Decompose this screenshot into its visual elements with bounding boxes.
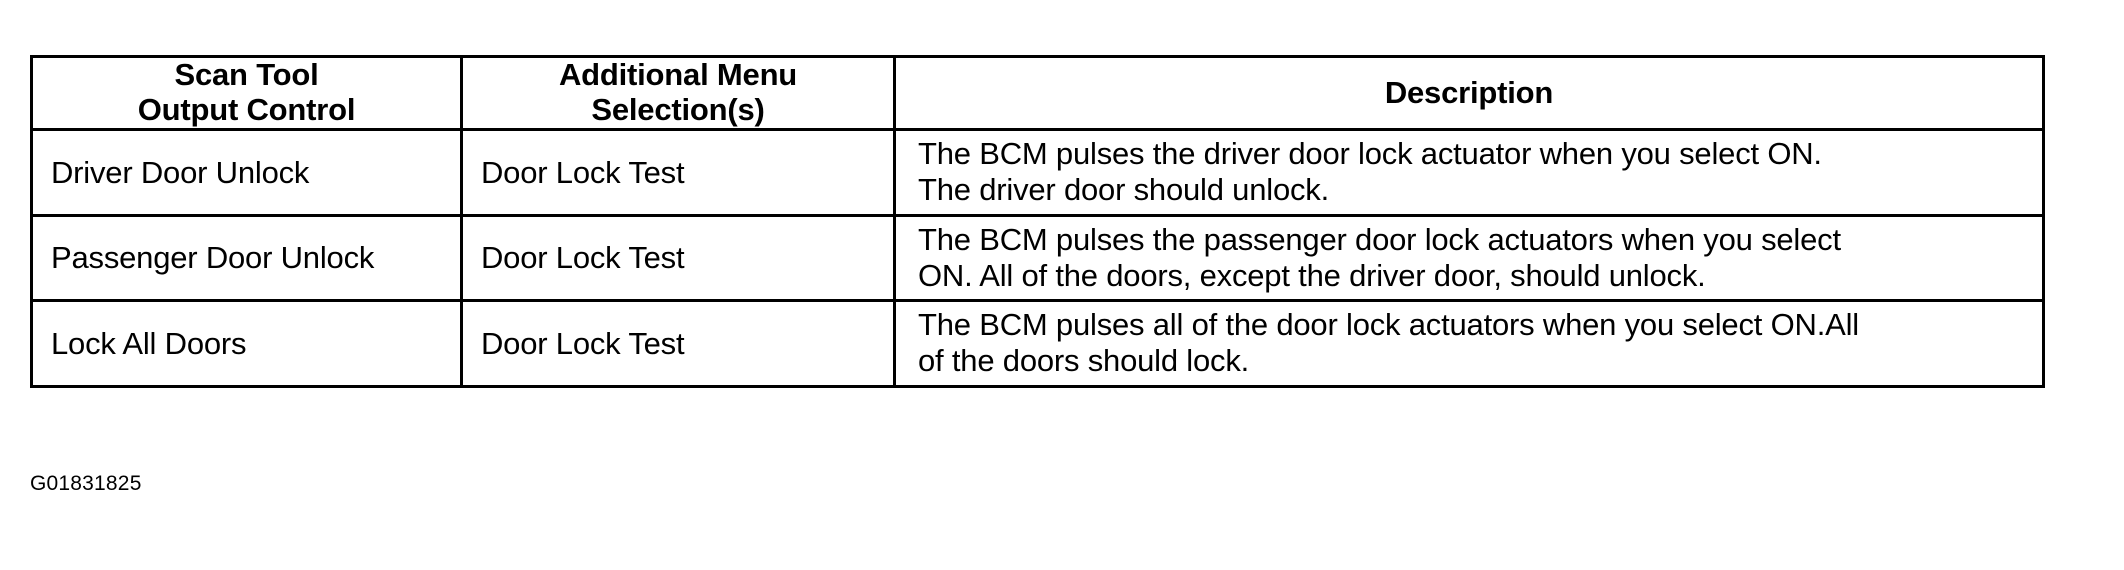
cell-additional-menu-selection: Door Lock Test xyxy=(460,128,896,217)
table-header: Scan Tool Output Control Additional Menu… xyxy=(30,55,2045,131)
table-body: Driver Door Unlock Door Lock Test The BC… xyxy=(30,128,2045,388)
description-line: The BCM pulses all of the door lock actu… xyxy=(918,307,1859,343)
column-header-additional-menu-selection: Additional Menu Selection(s) xyxy=(460,55,896,131)
description-line: ON. All of the doors, except the driver … xyxy=(918,257,1706,293)
cell-description: The BCM pulses all of the door lock actu… xyxy=(893,299,2045,388)
cell-additional-menu-selection: Door Lock Test xyxy=(460,213,896,303)
column-header-line: Scan Tool xyxy=(174,57,319,93)
figure-caption: G01831825 xyxy=(30,472,142,495)
scan-tool-output-control-table: Scan Tool Output Control Additional Menu… xyxy=(30,55,2045,388)
cell-additional-menu-selection: Door Lock Test xyxy=(460,299,896,388)
scan-tool-output-control-table-wrapper: Scan Tool Output Control Additional Menu… xyxy=(30,55,2045,388)
cell-description: The BCM pulses the driver door lock actu… xyxy=(893,128,2045,217)
cell-scan-tool-output-control: Passenger Door Unlock xyxy=(30,213,463,303)
description-line: of the doors should lock. xyxy=(918,343,1250,379)
column-header-line: Description xyxy=(1384,74,1554,110)
column-header-description: Description xyxy=(893,55,2045,131)
cell-scan-tool-output-control: Driver Door Unlock xyxy=(30,128,463,217)
table-header-row: Scan Tool Output Control Additional Menu… xyxy=(30,55,2045,131)
column-header-line: Additional Menu xyxy=(558,57,798,93)
description-line: The BCM pulses the driver door lock actu… xyxy=(918,136,1822,171)
table-row: Driver Door Unlock Door Lock Test The BC… xyxy=(30,128,2045,217)
table-row: Passenger Door Unlock Door Lock Test The… xyxy=(30,213,2045,303)
cell-description: The BCM pulses the passenger door lock a… xyxy=(893,213,2045,303)
table-row: Lock All Doors Door Lock Test The BCM pu… xyxy=(30,299,2045,388)
column-header-line: Selection(s) xyxy=(591,92,765,127)
column-header-line: Output Control xyxy=(137,92,356,127)
description-line: The driver door should unlock. xyxy=(918,172,1330,208)
column-header-scan-tool-output-control: Scan Tool Output Control xyxy=(30,55,463,131)
cell-scan-tool-output-control: Lock All Doors xyxy=(30,299,463,388)
description-line: The BCM pulses the passenger door lock a… xyxy=(918,221,1841,257)
